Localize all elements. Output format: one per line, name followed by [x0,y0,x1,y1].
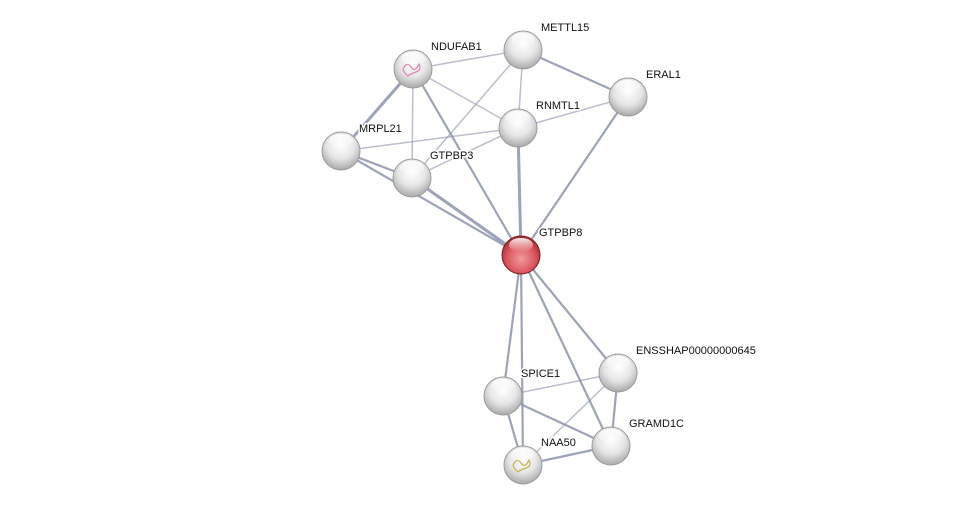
node-highlight [506,111,530,125]
node-label: GRAMD1C [629,418,684,430]
node-label: GTPBP8 [539,227,582,239]
edge-gtpbp8-gramd1c[interactable] [520,254,612,447]
node-ndufab1[interactable]: NDUFAB1 [393,40,483,89]
edge-gtpbp8-ensshap00000000645[interactable] [520,254,619,374]
node-spice1[interactable]: SPICE1 [483,367,562,416]
edge-spice1-gramd1c[interactable] [502,395,612,447]
node-eral1[interactable]: ERAL1 [608,68,682,117]
edge-eral1-gtpbp8[interactable] [520,96,629,256]
edge-ensshap00000000645-naa50[interactable] [522,372,619,466]
edge-gtpbp8-spice1[interactable] [501,254,523,397]
node-label: NDUFAB1 [431,41,482,53]
node-mettl15[interactable]: METTL15 [503,21,591,70]
node-mrpl21[interactable]: MRPL21 [321,122,403,171]
protein-structure-icon [402,62,421,77]
node-highlight [509,238,533,252]
edge-gtpbp8-naa50[interactable] [519,254,525,466]
node-highlight [616,80,640,94]
edge-mrpl21-rnmtl1[interactable] [340,127,519,152]
node-gtpbp3[interactable]: GTPBP3 [392,149,475,198]
node-highlight [491,379,515,393]
node-label: SPICE1 [521,368,560,380]
edge-mrpl21-gtpbp8[interactable] [340,150,522,256]
edge-gtpbp3-gtpbp8[interactable] [411,176,522,257]
node-naa50[interactable]: NAA50 [503,436,577,485]
node-highlight [599,429,623,443]
edge-ndufab1-rnmtl1[interactable] [412,68,519,129]
edge-mettl15-gtpbp3[interactable] [411,49,524,179]
node-gtpbp8[interactable]: GTPBP8 [501,226,584,275]
edge-ndufab1-gtpbp8[interactable] [412,68,522,256]
node-highlight [511,448,535,462]
node-highlight [329,134,353,148]
node-label: GTPBP3 [430,150,473,162]
node-label: NAA50 [541,437,576,449]
node-ensshap00000000645[interactable]: ENSSHAP00000000645 [598,344,757,393]
node-highlight [511,33,535,47]
node-highlight [400,161,424,175]
edge-spice1-ensshap00000000645[interactable] [502,372,619,397]
node-label: RNMTL1 [536,100,580,112]
node-label: MRPL21 [359,123,402,135]
edge-rnmtl1-gtpbp3[interactable] [411,127,519,179]
edge-rnmtl1-gtpbp8[interactable] [516,127,523,256]
node-label: METTL15 [541,22,589,34]
node-rnmtl1[interactable]: RNMTL1 [498,99,582,148]
node-highlight [606,356,630,370]
node-label: ERAL1 [646,69,681,81]
node-label: ENSSHAP00000000645 [636,345,756,357]
node-highlight [401,52,425,66]
protein-structure-icon [512,458,531,473]
node-gramd1c[interactable]: GRAMD1C [591,417,686,466]
